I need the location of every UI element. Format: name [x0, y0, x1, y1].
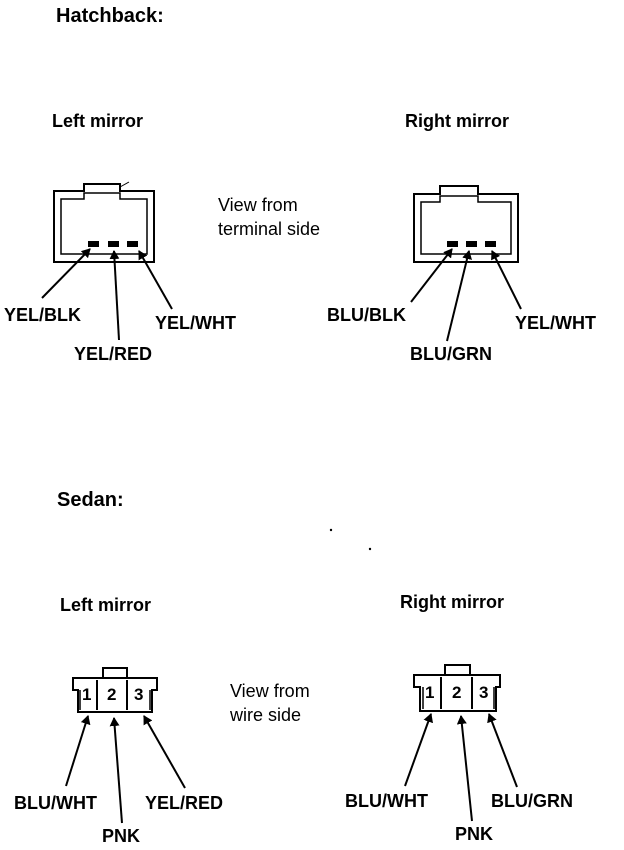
hatchback-right-mirror-title: Right mirror	[405, 111, 510, 131]
hatchback-right-connector	[413, 185, 519, 263]
hatchback-left-arrows	[41, 248, 173, 341]
sedan-left-connector	[72, 667, 158, 713]
hatchback-heading: Hatchback:	[56, 5, 164, 27]
sedan-right-pin-1: 1	[425, 683, 435, 702]
sedan-right-mirror-title: Right mirror	[400, 592, 505, 612]
sedan-left-arrows	[65, 715, 186, 824]
hatchback-view-note-line1: View from	[218, 195, 298, 215]
hatchback-right-wire-2: BLU/GRN	[410, 344, 492, 364]
sedan-left-pin-1: 1	[82, 685, 92, 704]
sedan-left-wire-1: BLU/WHT	[14, 793, 97, 813]
sedan-right-wire-1: BLU/WHT	[345, 791, 428, 811]
sedan-right-wire-3: BLU/GRN	[491, 791, 573, 811]
sedan-view-note-line1: View from	[230, 681, 310, 701]
hatchback-left-connector	[53, 181, 155, 263]
scan-speck	[368, 547, 372, 551]
sedan-right-wire-2: PNK	[455, 824, 494, 844]
sedan-right-pin-2: 2	[452, 683, 462, 702]
hatchback-right-wire-3: YEL/WHT	[515, 313, 596, 333]
hatchback-left-mirror-title: Left mirror	[52, 111, 144, 131]
scan-speck	[329, 528, 333, 532]
hatchback-left-wire-3: YEL/WHT	[155, 313, 236, 333]
sedan-left-pin-3: 3	[134, 685, 144, 704]
sedan-right-connector	[413, 664, 501, 712]
hatchback-right-arrows	[410, 248, 522, 342]
sedan-right-pin-3: 3	[479, 683, 489, 702]
sedan-left-wire-2: PNK	[102, 826, 141, 846]
sedan-view-note-line2: wire side	[230, 705, 302, 725]
hatchback-left-wire-1: YEL/BLK	[4, 305, 82, 325]
hatchback-view-note-line2: terminal side	[218, 219, 321, 239]
sedan-heading: Sedan:	[57, 489, 124, 511]
hatchback-right-wire-1: BLU/BLK	[327, 305, 406, 325]
sedan-left-wire-3: YEL/RED	[145, 793, 224, 813]
hatchback-left-wire-2: YEL/RED	[74, 344, 153, 364]
sedan-left-pin-2: 2	[107, 685, 117, 704]
sedan-right-arrows	[404, 713, 518, 822]
sedan-left-mirror-title: Left mirror	[60, 595, 152, 615]
